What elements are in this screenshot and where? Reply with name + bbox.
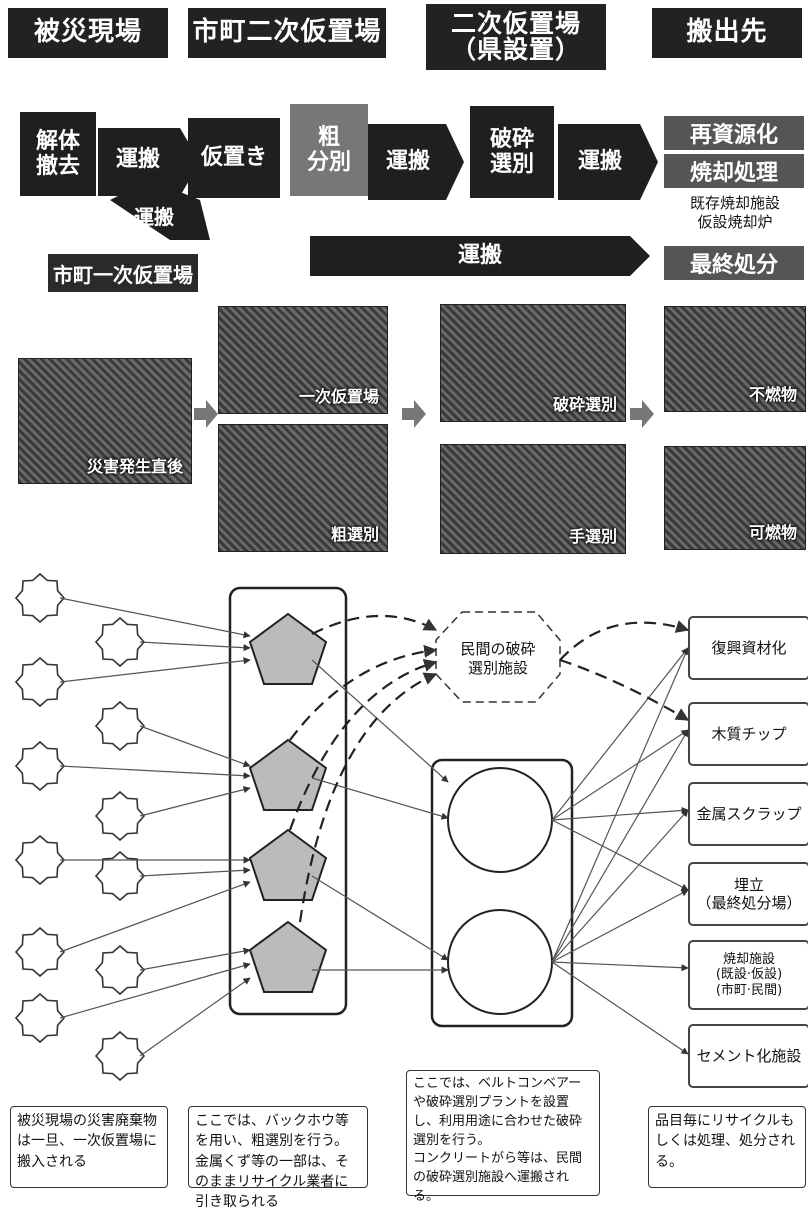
destination-metal-scrap: 金属スクラップ — [688, 782, 808, 846]
waste-pile-7 — [14, 834, 66, 886]
destination-reconstruction-material: 復興資材化 — [688, 616, 808, 680]
waste-pile-10 — [94, 944, 146, 996]
flow-arrows — [98, 124, 658, 276]
photo-caption-rough: 粗選別 — [330, 525, 379, 544]
header-municipal-secondary: 市町二次仮置場 — [188, 8, 386, 58]
photo-rough-sorting: 粗選別 — [218, 424, 388, 552]
pentagon-3 — [248, 828, 328, 901]
rough-sorting-container — [228, 586, 348, 1016]
waste-pile-5 — [14, 740, 66, 792]
pentagon-2 — [248, 738, 328, 811]
destination-wood-chip: 木質チップ — [688, 702, 808, 766]
transport-label-3: 運搬 — [577, 149, 622, 175]
photo-disaster-site: 災害発生直後 — [18, 358, 192, 484]
note-crushing: ここでは、ベルトコンベアーや破砕選別プラントを設置し、利用用途に合わせた破砕選別… — [406, 1070, 600, 1204]
incineration-box: 焼却処理 — [664, 154, 804, 188]
photo-caption-disaster: 災害発生直後 — [86, 457, 183, 476]
destination-incineration: 焼却施設 (既設·仮設) (市町·民間) — [688, 940, 808, 1010]
header-disaster-site: 被災現場 — [8, 8, 168, 58]
photo-arrow-3 — [630, 400, 654, 428]
transport-label-small: 運搬 — [134, 204, 174, 229]
note-rough-sorting: ここでは、バックホウ等を用い、粗選別を行う。金属くず等の一部は、そのままリサイク… — [188, 1106, 368, 1210]
transport-arrow-2 — [368, 124, 464, 200]
pentagon-1 — [248, 612, 328, 685]
crusher-circle-2 — [447, 909, 553, 1015]
photo-caption-comb: 可燃物 — [748, 523, 797, 542]
waste-flow-diagram — [14, 572, 690, 1082]
transport-label-1: 運搬 — [115, 147, 160, 173]
municipal-primary-storage: 市町一次仮置場 — [48, 254, 198, 292]
photo-crush-sorting: 破砕選別 — [440, 304, 626, 422]
note-destination: 品目毎にリサイクルもしくは処理、処分される。 — [648, 1106, 806, 1188]
photo-caption-noncomb: 不燃物 — [748, 385, 797, 404]
photo-hand-sorting: 手選別 — [440, 444, 626, 554]
transport-arrow-small — [110, 180, 210, 240]
note-disaster-site: 被災現場の災害廃棄物は一旦、一次仮置場に搬入される — [10, 1106, 168, 1188]
transport-label-long: 運搬 — [457, 243, 502, 269]
crusher-circle-1 — [447, 767, 553, 873]
transport-arrow-1 — [98, 128, 200, 196]
incineration-facility-note: 既存焼却施設 仮設焼却炉 — [689, 194, 780, 231]
photo-arrow-1 — [194, 400, 218, 428]
header-prefecture-secondary: 二次仮置場 （県設置） — [426, 4, 606, 70]
recycling-box: 再資源化 — [664, 116, 804, 150]
photo-noncombustible: 不燃物 — [664, 306, 806, 412]
waste-pile-2 — [94, 616, 146, 668]
crush-sorting-box: 破砕 選別 — [470, 106, 554, 198]
waste-pile-11 — [14, 992, 66, 1044]
temporary-storage-box: 仮置き — [188, 118, 280, 198]
pentagon-4 — [248, 920, 328, 993]
photo-primary-storage: 一次仮置場 — [218, 306, 388, 414]
crusher-container — [430, 758, 574, 1028]
dismantle-removal-box: 解体 撤去 — [20, 112, 96, 196]
private-crushing-facility-label: 民間の破砕 選別施設 — [460, 639, 536, 678]
waste-pile-12 — [94, 1030, 146, 1082]
header-destination: 搬出先 — [652, 8, 802, 58]
waste-pile-3 — [14, 656, 66, 708]
waste-pile-8 — [94, 850, 146, 902]
photo-caption-hand: 手選別 — [568, 527, 617, 546]
photo-combustible: 可燃物 — [664, 446, 806, 550]
waste-pile-4 — [94, 700, 146, 752]
waste-pile-9 — [14, 926, 66, 978]
waste-pile-1 — [14, 572, 66, 624]
transport-label-2: 運搬 — [385, 149, 430, 175]
photo-caption-primary: 一次仮置場 — [298, 387, 379, 406]
destination-cement: セメント化施設 — [688, 1024, 808, 1088]
photo-arrows — [194, 400, 654, 428]
destination-landfill: 埋立 （最終処分場） — [688, 862, 808, 926]
final-disposal-box: 最終処分 — [664, 246, 804, 280]
rough-sorting-box: 粗 分別 — [290, 104, 368, 196]
photo-arrow-2 — [402, 400, 426, 428]
transport-arrow-3 — [558, 124, 658, 200]
transport-arrow-long — [310, 236, 650, 276]
photo-caption-crush: 破砕選別 — [552, 395, 617, 414]
waste-pile-6 — [94, 790, 146, 842]
